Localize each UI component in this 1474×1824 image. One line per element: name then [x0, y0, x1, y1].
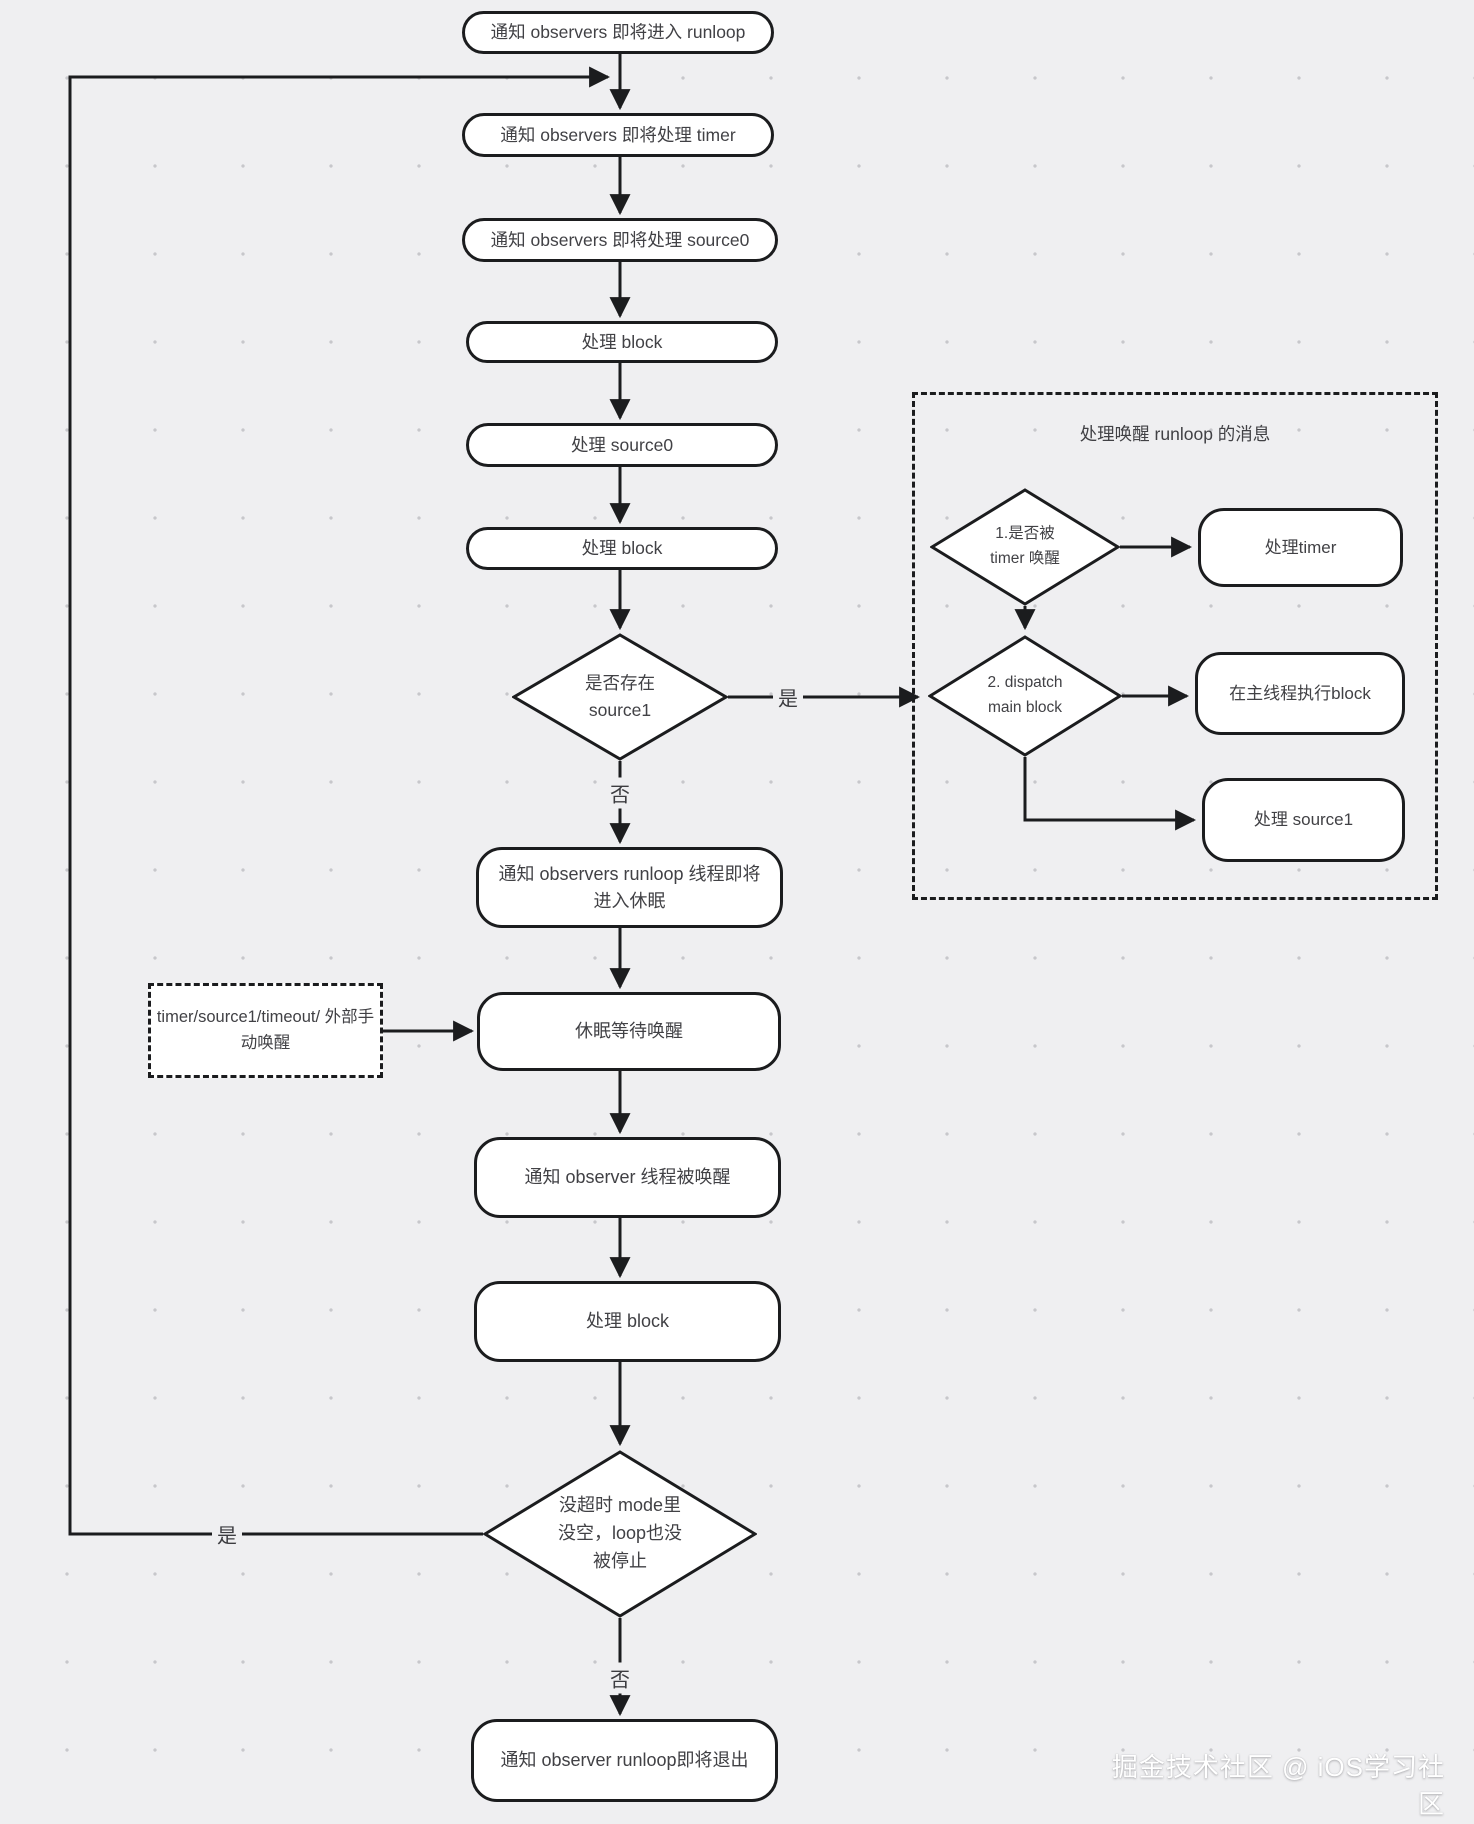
decision-loop-continue: 没超时 mode里 没空，loop也没 被停止	[483, 1450, 757, 1618]
decision-dispatch-main-block-shape	[928, 635, 1122, 757]
node-exec-main-thread-block-label: 在主线程执行block	[1229, 683, 1371, 703]
node-notify-process-timer: 通知 observers 即将处理 timer	[462, 113, 774, 157]
node-notify-enter-runloop: 通知 observers 即将进入 runloop	[462, 11, 774, 54]
node-notify-will-sleep-label: 通知 observers runloop 线程即将 进入休眠	[498, 863, 761, 911]
node-notify-will-sleep: 通知 observers runloop 线程即将 进入休眠	[476, 847, 783, 928]
decision-loop-continue-label: 没超时 mode里 没空，loop也没 被停止	[557, 1495, 683, 1571]
label-loop-no: 否	[605, 1662, 635, 1694]
decision-woken-by-timer-shape	[930, 488, 1120, 606]
node-notify-exit-runloop-label: 通知 observer runloop即将退出	[500, 1750, 749, 1770]
label-loop-yes: 是	[212, 1518, 242, 1550]
node-process-source0-label: 处理 source0	[570, 434, 674, 455]
node-notify-thread-awake: 通知 observer 线程被唤醒	[474, 1137, 781, 1218]
node-wake-reasons-label: timer/source1/timeout/ 外部手动唤醒	[156, 1007, 375, 1052]
node-notify-enter-runloop-label: 通知 observers 即将进入 runloop	[490, 22, 746, 43]
decision-dispatch-main-block-label: 2. dispatch main block	[987, 674, 1063, 716]
decision-has-source1-shape	[512, 633, 728, 761]
node-process-source1-label: 处理 source1	[1253, 810, 1354, 830]
watermark: 掘金技术社区 @ iOS学习社区	[1111, 1752, 1445, 1819]
node-process-block-1: 处理 block	[466, 321, 778, 363]
node-process-block-2-label: 处理 block	[581, 538, 663, 559]
label-source1-yes: 是	[773, 681, 803, 713]
wake-message-group: 处理唤醒 runloop 的消息	[912, 392, 1438, 900]
node-process-block-1-label: 处理 block	[581, 331, 663, 352]
node-process-timer-label: 处理timer	[1264, 537, 1337, 557]
decision-woken-by-timer-label: 1.是否被 timer 唤醒	[990, 525, 1060, 567]
node-exec-main-thread-block: 在主线程执行block	[1195, 652, 1405, 735]
node-sleep-wait-wake: 休眠等待唤醒	[477, 992, 781, 1071]
node-wake-reasons: timer/source1/timeout/ 外部手动唤醒	[148, 983, 383, 1078]
node-notify-thread-awake-label: 通知 observer 线程被唤醒	[524, 1167, 731, 1187]
decision-loop-continue-shape	[483, 1450, 757, 1618]
node-process-block-2: 处理 block	[466, 527, 778, 570]
node-process-source1: 处理 source1	[1202, 778, 1405, 862]
wake-message-group-title: 处理唤醒 runloop 的消息	[1079, 424, 1271, 444]
decision-dispatch-main-block: 2. dispatch main block	[928, 635, 1122, 757]
decision-woken-by-timer: 1.是否被 timer 唤醒	[930, 488, 1120, 606]
decision-has-source1: 是否存在 source1	[512, 633, 728, 761]
decision-has-source1-label: 是否存在 source1	[585, 672, 655, 720]
node-process-source0: 处理 source0	[466, 423, 778, 467]
node-notify-process-source0: 通知 observers 即将处理 source0	[462, 218, 778, 262]
node-process-timer: 处理timer	[1198, 508, 1403, 587]
node-sleep-wait-wake-label: 休眠等待唤醒	[575, 1021, 683, 1041]
node-notify-exit-runloop: 通知 observer runloop即将退出	[471, 1719, 778, 1802]
label-source1-no: 否	[605, 777, 635, 809]
node-process-block-3: 处理 block	[474, 1281, 781, 1362]
edge-checkdispatch-to-source1	[1023, 757, 1197, 831]
node-process-block-3-label: 处理 block	[585, 1311, 670, 1331]
edge-loop-back	[68, 66, 611, 1536]
node-notify-process-source0-label: 通知 observers 即将处理 source0	[490, 229, 750, 250]
node-notify-process-timer-label: 通知 observers 即将处理 timer	[500, 124, 736, 145]
